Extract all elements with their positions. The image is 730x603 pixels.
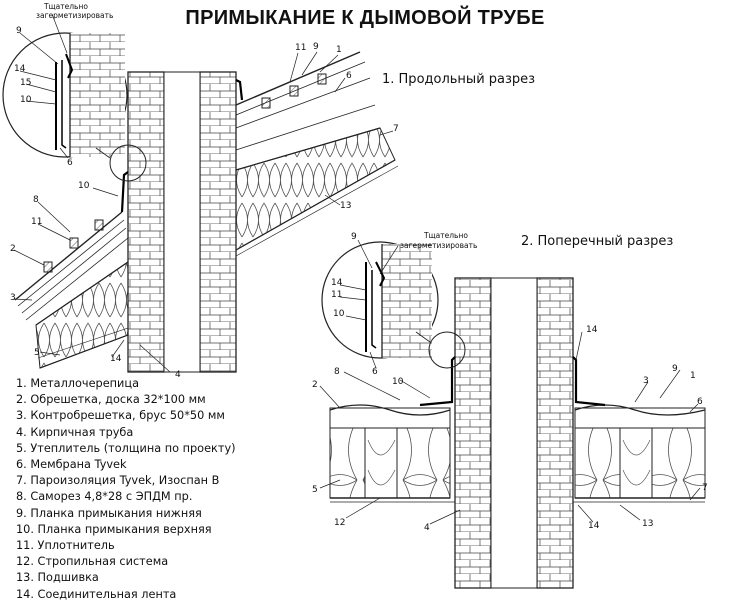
legend-item: 11. Уплотнитель: [16, 539, 115, 553]
legend-item: 6. Мембрана Tyvek: [16, 458, 127, 472]
s1-detail-bricks: [70, 33, 125, 157]
s1-callout: 11: [295, 43, 306, 53]
s2-chimney-wall-right: [536, 277, 574, 589]
s2-callout: 14: [586, 325, 598, 335]
s1-roofing-left: [14, 211, 129, 369]
s2-callout: 10: [333, 309, 345, 319]
section1-label: 1. Продольный разрез: [382, 72, 536, 87]
page-title: ПРИМЫКАНИЕ К ДЫМОВОЙ ТРУБЕ: [185, 7, 545, 29]
s2-callout: 14: [331, 278, 343, 288]
legend-item: 2. Обрешетка, доска 32*100 мм: [16, 393, 206, 407]
s1-seal-note: Тщательно: [43, 2, 88, 11]
s2-callout: 8: [334, 367, 340, 377]
s1-leaders: [13, 13, 394, 373]
legend-item: 9. Планка примыкания нижняя: [16, 506, 202, 520]
s1-callout: 2: [10, 244, 16, 254]
legend-item: 10. Планка примыкания верхняя: [16, 522, 212, 536]
s2-callout: 10: [392, 377, 404, 387]
s1-callout: 1: [336, 45, 342, 55]
s1-callout: 14: [14, 64, 26, 74]
s1-callout: 10: [78, 181, 90, 191]
s2-callout: 1: [690, 371, 696, 381]
s1-seal-note: загерметизировать: [36, 11, 113, 20]
s2-callout: 6: [372, 367, 378, 377]
legend-item: 12. Стропильная система: [16, 555, 169, 569]
s1-callout: 9: [313, 42, 319, 52]
s1-flashing-left: [120, 171, 129, 213]
s2-roof-deck-left: [329, 407, 451, 429]
s2-callout: 9: [351, 232, 357, 242]
legend-item: 4. Кирпичная труба: [16, 425, 134, 439]
s1-callout: 10: [20, 95, 32, 105]
legend-item: 1. Металлочерепица: [16, 377, 140, 390]
s2-callout: 5: [312, 485, 318, 495]
s1-callout: 7: [393, 124, 399, 134]
s2-callout: 9: [672, 364, 678, 374]
s1-roofing-right: [235, 51, 399, 257]
s1-chimney-flue: [163, 71, 201, 373]
s1-callout: 14: [110, 354, 122, 364]
s2-chimney-flue: [490, 277, 538, 589]
s1-callout: 6: [67, 158, 73, 168]
s2-flashing-left: [419, 356, 456, 407]
s1-callout: 8: [33, 195, 39, 205]
s2-callout: 12: [334, 518, 345, 528]
s2-callout: 6: [697, 397, 703, 407]
s1-callout: 11: [31, 217, 42, 227]
section1-drawing: 9 14 15 10 6 11 9 1 6 7 10 13 8 11 2 3 5…: [2, 2, 399, 380]
s2-callout: 13: [642, 519, 653, 529]
s1-flashing-right: [235, 79, 244, 101]
legend-item: 14. Соединительная лента: [16, 587, 177, 601]
s2-rafter-left: [364, 427, 398, 499]
legend-item: 5. Утеплитель (толщина по проекту): [16, 441, 236, 455]
s2-callout: 4: [424, 523, 430, 533]
legend-item: 3. Контробрешетка, брус 50*50 мм: [16, 409, 225, 423]
s2-callout: 7: [702, 483, 708, 493]
s2-seal-note: Тщательно: [423, 231, 468, 240]
s2-callout: 11: [331, 290, 342, 300]
section2-label: 2. Поперечный разрез: [521, 234, 674, 249]
s2-callout: 14: [588, 521, 600, 531]
legend-item: 8. Саморез 4,8*28 с ЭПДМ пр.: [16, 490, 193, 504]
s1-callout: 3: [10, 293, 16, 303]
s2-leaders: [319, 239, 701, 525]
s1-callout: 13: [340, 201, 351, 211]
s1-chimney-wall-left: [127, 71, 165, 373]
s2-callout: 3: [643, 376, 649, 386]
s1-small-circle: [109, 144, 147, 182]
s2-rafter-right: [619, 427, 653, 499]
s1-callout: 5: [34, 348, 40, 358]
s2-flashing-right: [572, 356, 606, 407]
s2-callout: 2: [312, 380, 318, 390]
s2-detail-bricks: [382, 244, 432, 358]
legend-item: 13. Подшивка: [16, 571, 99, 585]
s2-chimney-wall-left: [454, 277, 492, 589]
section2-drawing: 9 14 11 10 6 14 8 10 3 9 1 2 6 5 7 12 4 …: [312, 231, 708, 589]
s1-callouts: 9 14 15 10 6 11 9 1 6 7 10 13 8 11 2 3 5…: [10, 26, 399, 380]
legend-item: 7. Пароизоляция Tyvek, Изоспан В: [16, 474, 220, 488]
s2-seal-note: загерметизировать: [400, 241, 477, 250]
s1-callout: 9: [16, 26, 22, 36]
s1-chimney-wall-right: [199, 71, 237, 373]
s1-callout: 15: [20, 78, 31, 88]
legend-list: 1. Металлочерепица 2. Обрешетка, доска 3…: [16, 376, 236, 603]
s2-small-circle: [428, 331, 466, 369]
s1-callout: 4: [175, 370, 181, 380]
s1-callout: 6: [346, 71, 352, 81]
s2-callouts: 9 14 11 10 6 14 8 10 3 9 1 2 6 5 7 12 4 …: [312, 232, 708, 533]
